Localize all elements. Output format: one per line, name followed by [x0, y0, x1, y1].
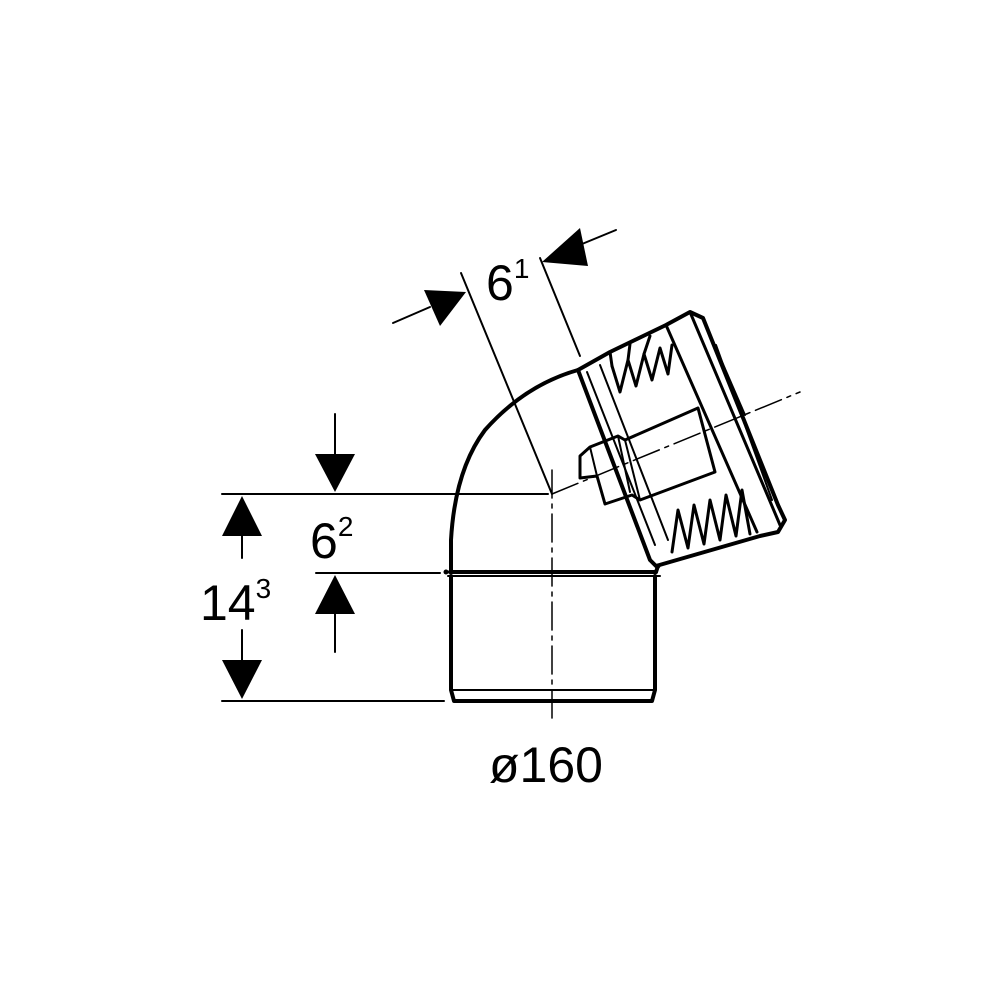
- arrow-total-top: [222, 496, 262, 536]
- arrowheads: [222, 228, 588, 699]
- outlet-offset-label: 61: [486, 253, 529, 311]
- arrow-inlet-bottom: [315, 575, 355, 614]
- arrow-inlet-top: [315, 454, 355, 492]
- dimension-lines: [221, 229, 617, 702]
- total-height-label: 143: [200, 573, 271, 631]
- bend-outer-curve: [449, 368, 580, 574]
- inlet-height-label: 62: [310, 511, 353, 569]
- arrow-total-bottom: [222, 660, 262, 699]
- diameter-label: ø160: [489, 737, 603, 793]
- dimension-labels: 61 62 143 ø160: [200, 253, 603, 793]
- arrow-outlet-left: [424, 290, 466, 326]
- center-lines: [551, 391, 801, 723]
- outlet-socket: [576, 310, 787, 568]
- pipe-spigot: [443, 563, 661, 703]
- arrow-outlet-right: [542, 228, 588, 266]
